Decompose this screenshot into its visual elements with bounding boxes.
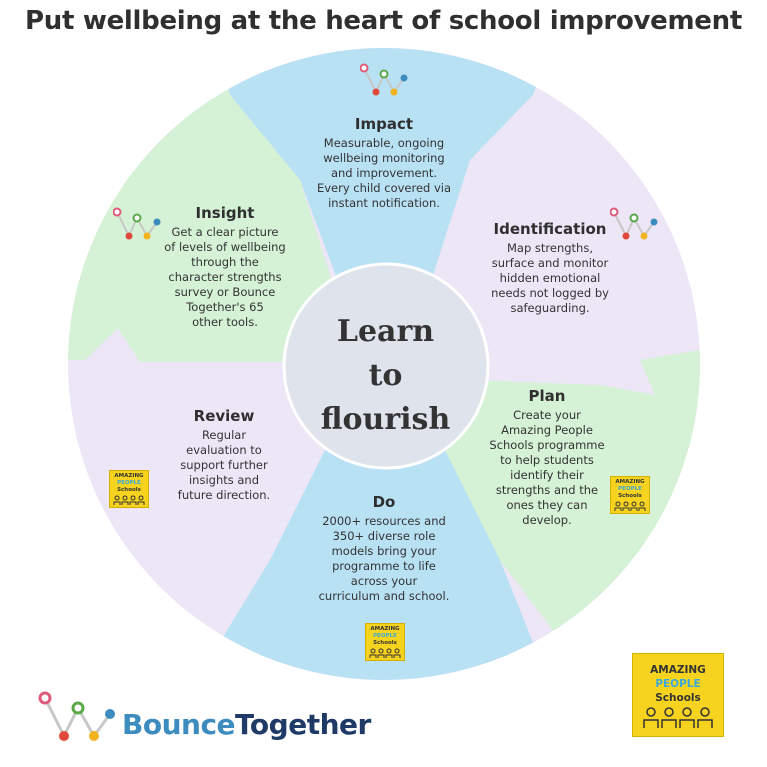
- review-line: future direction.: [177, 488, 271, 502]
- amazing-people-schools-badge: AMAZING PEOPLE Schools: [365, 623, 405, 661]
- plan-line: Amazing People: [501, 423, 593, 437]
- review-section: Review Regular evaluation to support fur…: [164, 409, 284, 503]
- identification-line: safeguarding.: [510, 301, 590, 315]
- aps-line-1: AMAZING: [370, 626, 400, 632]
- bounce-logo-icon: [360, 63, 408, 96]
- insight-line: other tools.: [192, 315, 258, 329]
- review-line: evaluation to: [186, 443, 262, 457]
- aps-line-3: Schools: [373, 640, 397, 646]
- plan-line: Create your: [513, 408, 581, 422]
- people-icon: [113, 495, 145, 505]
- impact-segment: [215, 48, 553, 300]
- identification-line: Map strengths,: [506, 241, 593, 255]
- review-line: insights and: [188, 473, 260, 487]
- page-title: Put wellbeing at the heart of school imp…: [25, 6, 742, 36]
- aps-line-2: PEOPLE: [618, 486, 642, 492]
- aps-line-3: Schools: [117, 487, 141, 493]
- aps-line-2: PEOPLE: [655, 677, 701, 690]
- do-line: across your: [350, 574, 418, 588]
- aps-line-2: PEOPLE: [373, 633, 397, 639]
- impact-heading: Impact: [354, 115, 414, 133]
- center-label: Learn to flourish: [283, 286, 488, 466]
- insight-line: Get a clear picture: [171, 225, 279, 239]
- center-circle: [282, 262, 490, 470]
- impact-line: Measurable, ongoing: [323, 136, 445, 150]
- people-icon: [369, 648, 401, 658]
- aps-line-3: Schools: [618, 493, 642, 499]
- do-segment: [215, 440, 540, 680]
- review-heading: Review: [193, 407, 255, 425]
- aps-line-2: PEOPLE: [117, 480, 141, 486]
- plan-heading: Plan: [528, 387, 566, 405]
- do-line: models bring your: [331, 544, 437, 558]
- plan-line: develop.: [522, 513, 572, 527]
- do-line: programme to life: [332, 559, 436, 573]
- amazing-people-schools-badge: AMAZING PEOPLE Schools: [632, 653, 724, 737]
- review-line: support further: [180, 458, 268, 472]
- bounce-logo-icon: [38, 691, 115, 741]
- insight-heading: Insight: [195, 204, 255, 222]
- plan-line: ones they can: [506, 498, 588, 512]
- review-line: Regular: [201, 428, 247, 442]
- plan-section: Plan Create your Amazing People Schools …: [482, 389, 612, 528]
- identification-line: hidden emotional: [499, 271, 601, 285]
- insight-line: character strengths: [168, 270, 282, 284]
- identification-line: needs not logged by: [491, 286, 609, 300]
- aps-line-1: AMAZING: [114, 473, 144, 479]
- insight-line: Together's 65: [186, 300, 264, 314]
- aps-line-1: AMAZING: [650, 663, 706, 676]
- bounce-logo-icon: [113, 207, 161, 240]
- identification-line: surface and monitor: [491, 256, 609, 270]
- do-line: curriculum and school.: [318, 589, 450, 603]
- center-line-1: Learn: [336, 314, 435, 349]
- insight-line: of levels of wellbeing: [164, 240, 286, 254]
- impact-section: Impact Measurable, ongoing wellbeing mon…: [300, 117, 468, 211]
- do-line: 350+ diverse role: [332, 529, 436, 543]
- impact-line: wellbeing monitoring: [323, 151, 445, 165]
- identification-section: Identification Map strengths, surface an…: [480, 222, 620, 316]
- plan-line: to help students: [500, 453, 594, 467]
- aps-line-3: Schools: [655, 691, 701, 704]
- people-icon: [614, 501, 646, 511]
- together-word: Together: [235, 708, 371, 741]
- plan-line: identify their: [510, 468, 584, 482]
- identification-heading: Identification: [493, 220, 607, 238]
- impact-line: and improvement.: [330, 166, 438, 180]
- insight-line: through the: [191, 255, 259, 269]
- do-section: Do 2000+ resources and 350+ diverse role…: [306, 495, 462, 604]
- plan-line: Schools programme: [489, 438, 605, 452]
- do-heading: Do: [372, 493, 396, 511]
- bounce-logo-icon: [610, 207, 658, 240]
- aps-line-1: AMAZING: [615, 479, 645, 485]
- bounce-word: Bounce: [122, 708, 236, 741]
- do-line: 2000+ resources and: [322, 514, 446, 528]
- center-line-3: flourish: [320, 402, 451, 437]
- plan-line: strengths and the: [495, 483, 599, 497]
- insight-line: survey or Bounce: [174, 285, 276, 299]
- amazing-people-schools-badge: AMAZING PEOPLE Schools: [610, 476, 650, 514]
- center-line-2: to: [368, 358, 403, 393]
- bounce-together-wordmark: BounceTogether: [122, 708, 371, 741]
- impact-line: Every child covered via: [316, 181, 452, 195]
- insight-section: Insight Get a clear picture of levels of…: [158, 206, 292, 330]
- impact-line: instant notification.: [328, 196, 440, 210]
- amazing-people-schools-badge: AMAZING PEOPLE Schools: [109, 470, 149, 508]
- people-icon: [643, 706, 713, 728]
